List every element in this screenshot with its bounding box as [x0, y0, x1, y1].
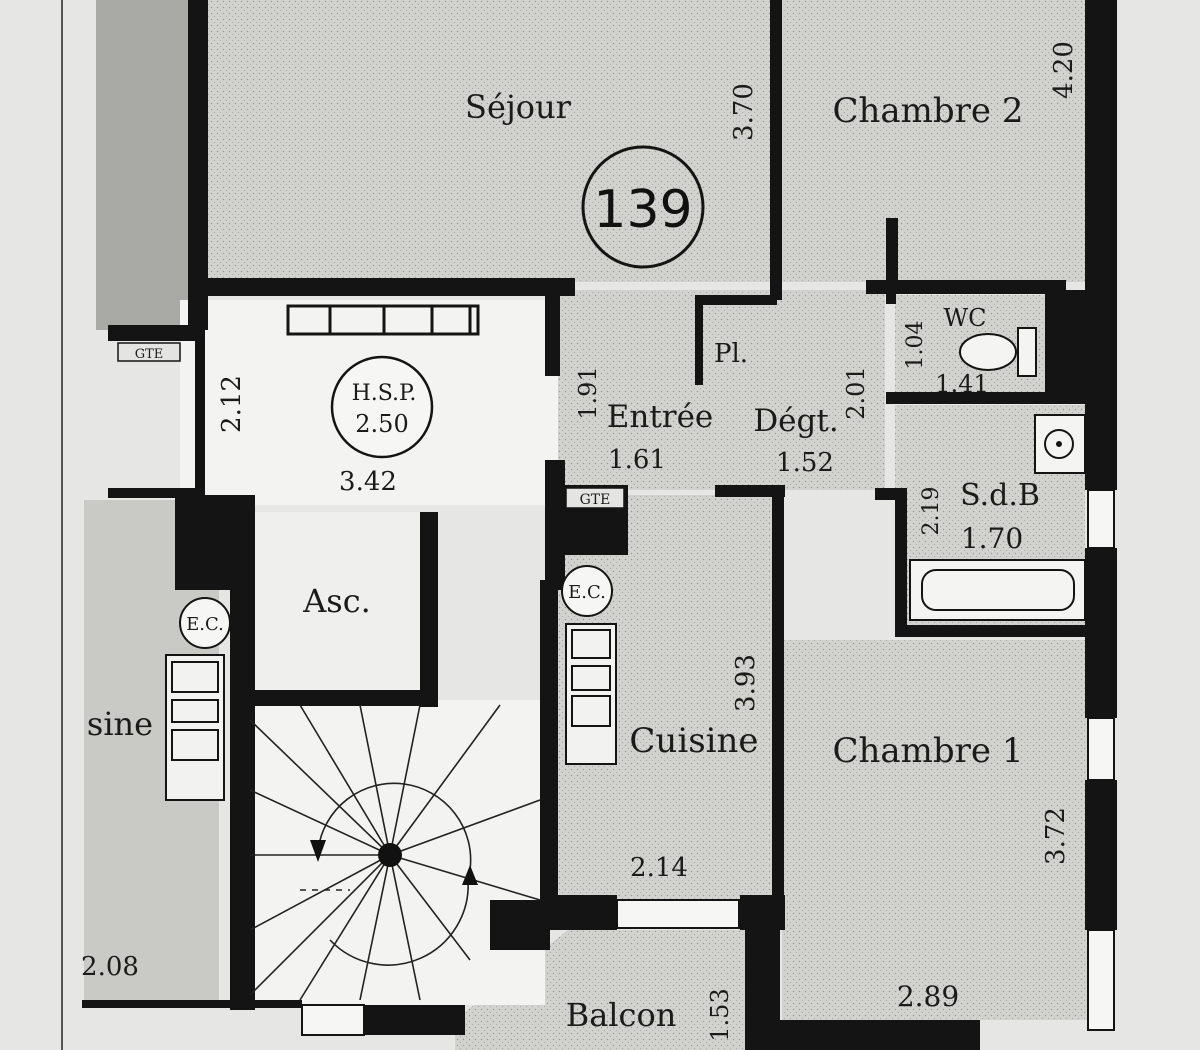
kitchen-counter [565, 623, 617, 765]
dim-degt-h: 2.01 [842, 366, 870, 419]
chambre1-floor [782, 640, 1087, 1020]
gte-entry-label: GTE [580, 492, 611, 508]
dim-wc-w: 1.41 [935, 370, 988, 398]
windows [301, 489, 1115, 1036]
elevator-floor [255, 512, 423, 690]
room-sdb: S.d.B [960, 478, 1040, 513]
dim-sejour-h: 3.70 [729, 83, 759, 141]
sejour-floor [205, 0, 773, 282]
ec-left-label: E.C. [186, 614, 224, 635]
gte-tag-left-box [117, 342, 181, 362]
wc-fixture [959, 327, 1037, 377]
dim-sdb-w: 1.70 [961, 522, 1023, 555]
dim-landing-w: 3.42 [339, 467, 397, 497]
walls [82, 0, 1117, 1050]
gte-tag-entry-box [565, 487, 625, 509]
stair-pole [378, 843, 402, 867]
dim-degt-w: 1.52 [776, 448, 834, 478]
ec-circle-kitchen [561, 565, 613, 617]
room-cuisine-partial: sine [87, 705, 153, 743]
stair-arrow-down-icon [310, 840, 326, 862]
dim-left-w: 2.08 [81, 952, 139, 982]
chambre2-floor [782, 0, 1087, 282]
left-neighbor-strip [96, 0, 188, 330]
dim-chambre1-h: 3.72 [1041, 807, 1071, 865]
dim-entree-h: 1.91 [574, 366, 602, 419]
room-asc: Asc. [302, 582, 371, 620]
dim-landing-h: 2.12 [217, 375, 247, 433]
dim-balcon-h: 1.53 [706, 988, 734, 1041]
dim-cuisine-w: 2.14 [630, 853, 688, 883]
ec-circle-left [179, 597, 231, 649]
stair-arrow-up-icon [462, 865, 478, 885]
room-sejour: Séjour [465, 88, 572, 126]
dim-cuisine-h: 3.93 [731, 654, 761, 712]
room-balcon: Balcon [566, 996, 677, 1034]
hsp-value: 2.50 [355, 410, 408, 438]
hsp-circle [330, 355, 434, 459]
room-chambre1: Chambre 1 [832, 731, 1023, 771]
entree-floor [555, 290, 885, 490]
dim-wc-h: 1.04 [903, 321, 928, 370]
lot-number: 139 [593, 180, 692, 240]
left-kitchen-counter [165, 654, 225, 801]
room-entree: Entrée [607, 399, 714, 435]
sink-fixture [1034, 414, 1086, 474]
room-placard: Pl. [714, 339, 748, 369]
gte-left-label: GTE [135, 347, 164, 362]
room-degt: Dégt. [753, 403, 838, 439]
room-wc: WC [943, 304, 986, 332]
lot-number-circle [581, 145, 705, 269]
room-chambre2: Chambre 2 [832, 91, 1023, 131]
dim-chambre1-w: 2.89 [897, 980, 959, 1013]
dim-entree-w: 1.61 [608, 445, 666, 475]
balcon-floor [455, 930, 745, 1050]
room-cuisine: Cuisine [629, 721, 758, 761]
ec-kitchen-label: E.C. [568, 582, 606, 603]
spiral-staircase [249, 704, 541, 1001]
bathtub-fixture [909, 559, 1086, 621]
dim-sdb-h: 2.19 [919, 487, 944, 536]
hsp-label: H.S.P. [352, 381, 417, 406]
landing-railing [286, 304, 480, 336]
dim-chambre2-h: 4.20 [1049, 41, 1079, 99]
